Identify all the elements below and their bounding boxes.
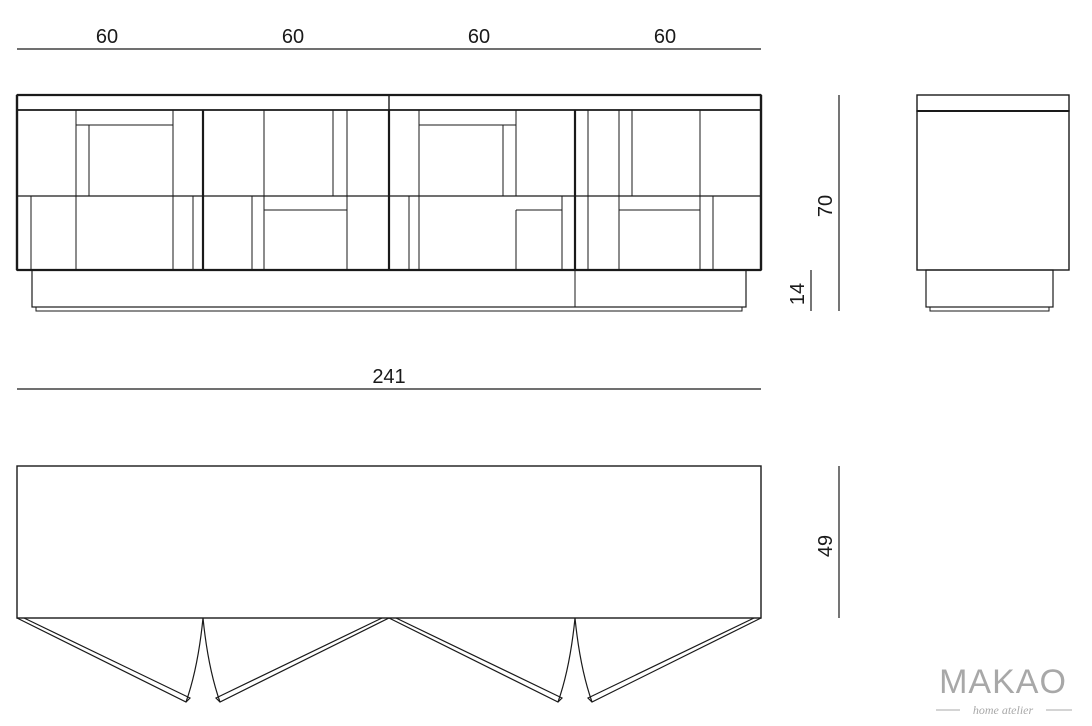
total-width-label: 241	[372, 366, 405, 388]
module-width-label-3: 60	[468, 26, 490, 48]
module-width-label-1: 60	[96, 26, 118, 48]
body-height-label: 70	[815, 195, 837, 217]
height-dimensions: 70 14	[787, 95, 840, 311]
module-width-dimensions: 60 60 60 60	[17, 26, 761, 50]
front-elevation	[15, 93, 763, 312]
brand-tagline: home atelier	[973, 703, 1034, 717]
brand-logo: MAKAO home atelier	[936, 663, 1072, 717]
depth-dimension: 49	[815, 466, 840, 618]
front-base-plate	[35, 306, 743, 312]
door-swing-4	[586, 617, 762, 703]
door-3-pattern	[408, 110, 563, 270]
brand-name: MAKAO	[939, 663, 1067, 701]
door-4-pattern	[587, 110, 714, 270]
module-width-label-2: 60	[282, 26, 304, 48]
plinth-height-label: 14	[787, 283, 809, 305]
door-2-pattern	[251, 110, 348, 270]
side-elevation	[916, 94, 1070, 312]
plan-view	[16, 465, 762, 703]
front-plinth	[31, 269, 747, 308]
total-width-dimension: 241	[17, 366, 761, 390]
side-body	[916, 110, 1070, 271]
module-width-label-4: 60	[654, 26, 676, 48]
door-swing-3	[388, 617, 564, 703]
side-base-plate	[929, 306, 1050, 312]
door-swing-1	[16, 617, 192, 703]
door-1-pattern	[30, 110, 194, 270]
depth-label: 49	[815, 535, 837, 557]
door-swing-2	[214, 617, 390, 703]
side-top-panel	[916, 94, 1070, 112]
plan-body	[16, 465, 762, 619]
side-plinth	[925, 269, 1054, 308]
